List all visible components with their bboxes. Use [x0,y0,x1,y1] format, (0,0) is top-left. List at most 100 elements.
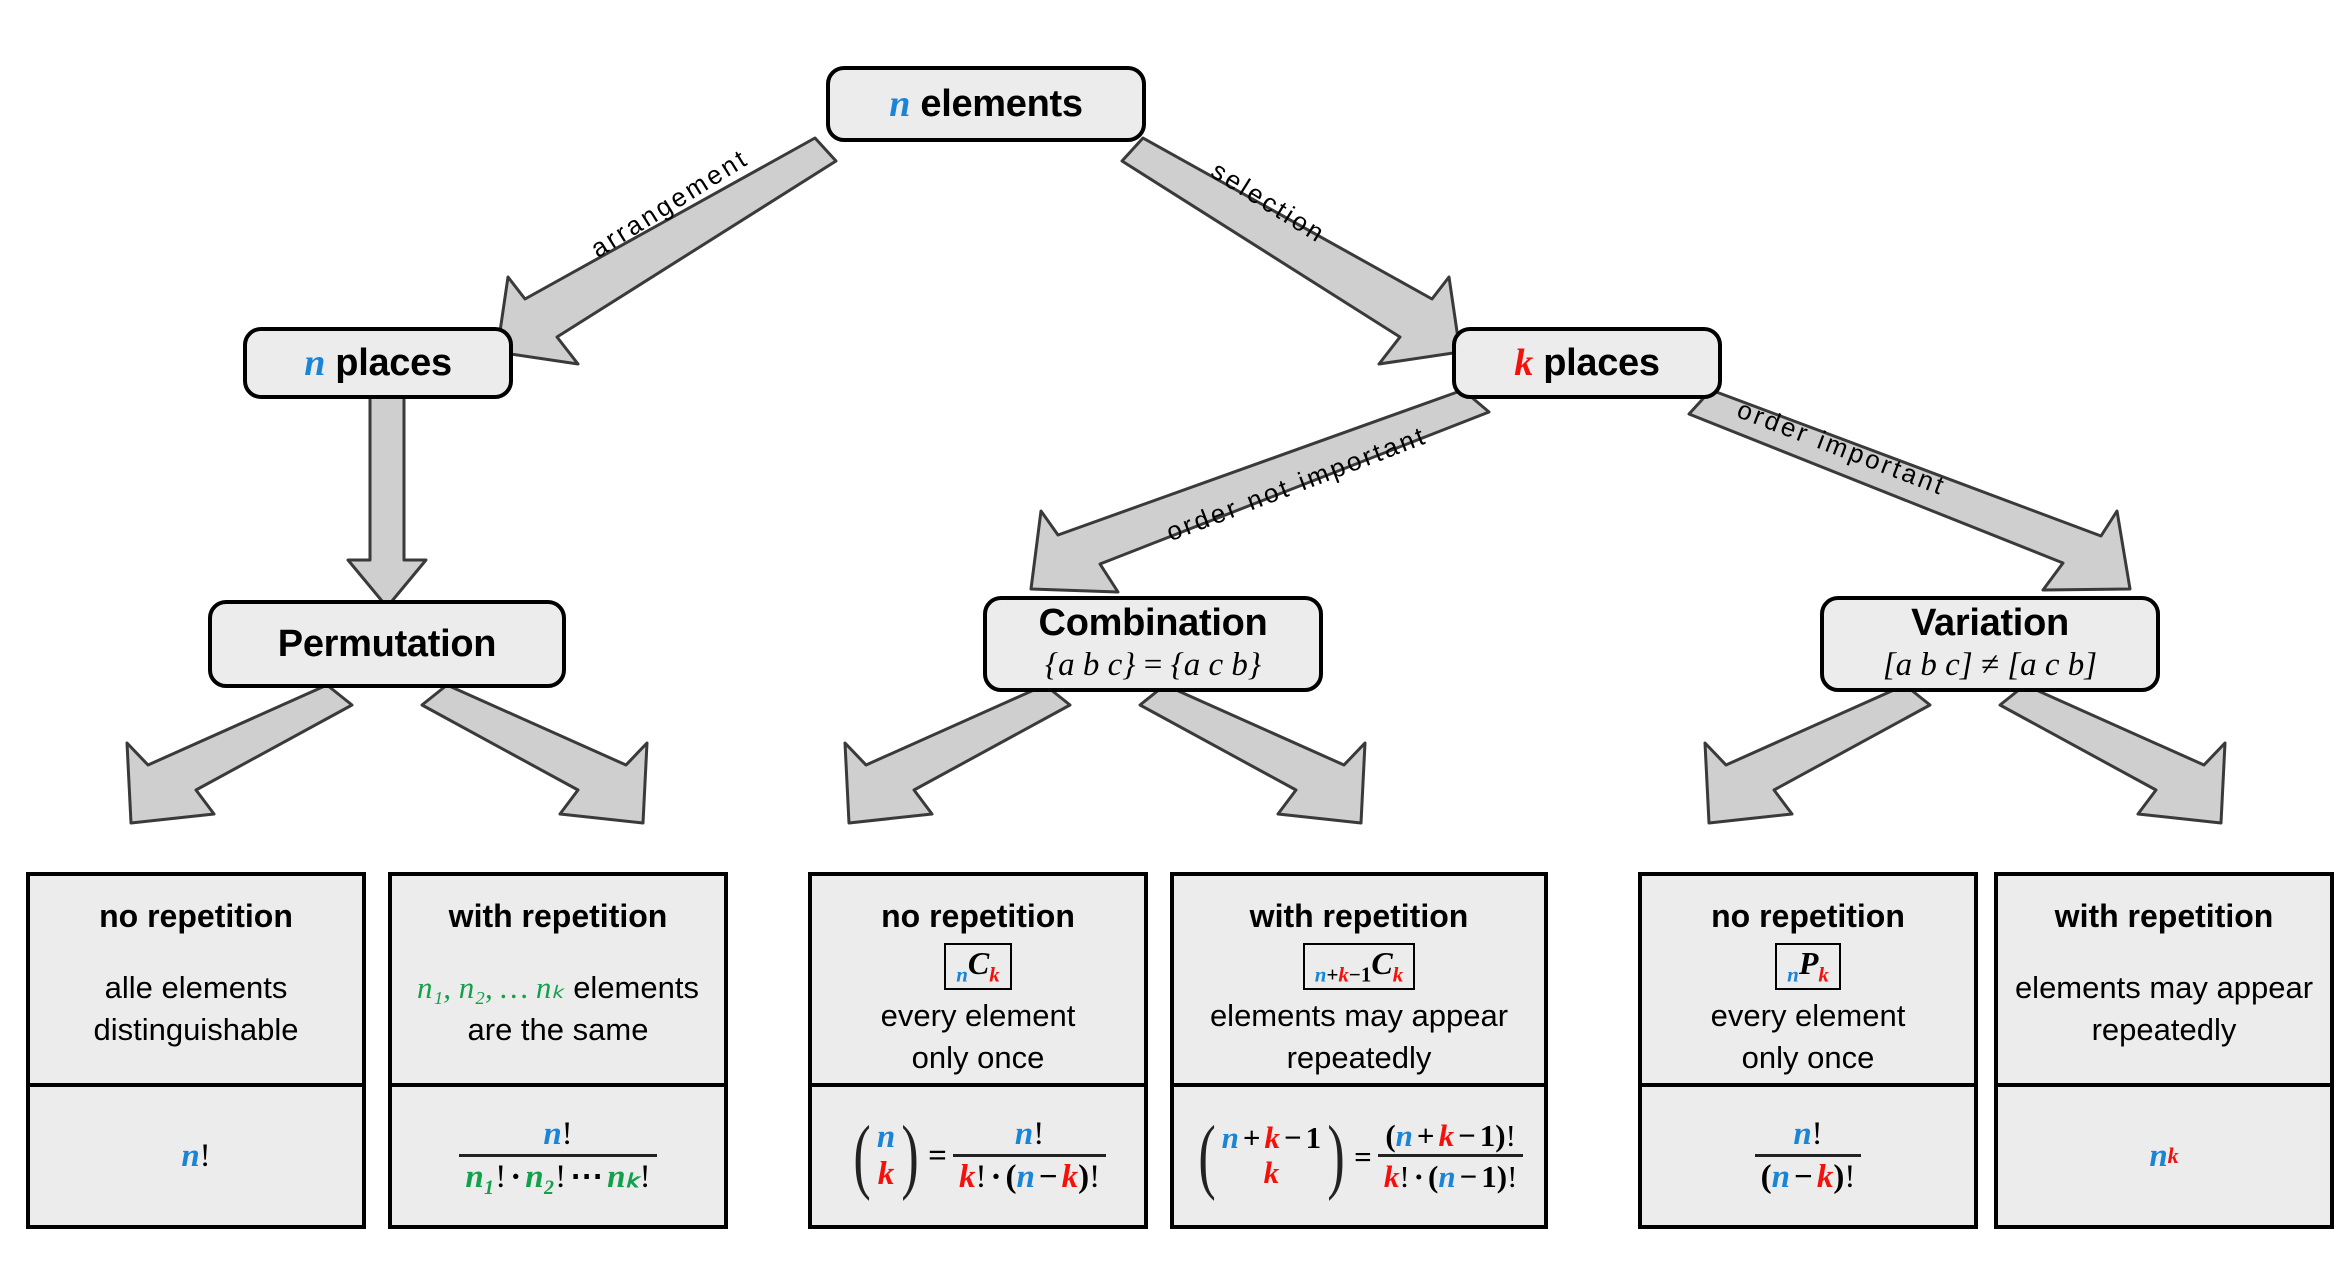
desc-line-1: every element [1710,997,1906,1033]
fraction-numerator: n! [1009,1118,1050,1154]
math-one: 1 [1479,1118,1496,1153]
leaf-top-cell: no repetition nPk every element only onc… [1642,876,1974,1083]
combination-set-right: {a c b} [1170,647,1262,684]
math-minus: − [1459,1159,1478,1194]
fraction-denominator: k!·(n−k)! [952,1154,1107,1195]
leaf-head: no repetition [99,898,293,934]
leaf-permutation-with-repetition[interactable]: with repetition n₁, n₂, … nₖ elements ar… [388,872,728,1229]
fraction-numerator: n! [537,1118,578,1154]
math-times: · [510,1159,522,1195]
node-k-places-label: k places [1514,341,1660,385]
right-paren: ) [901,1108,919,1202]
leaf-formula-cell: ( n+k−1 k ) = (n+k−1)! k!·(n−1)! [1174,1083,1544,1225]
binom-top-n: n [876,1119,896,1156]
math-k: k [1438,1118,1455,1153]
math-n: n [1395,1118,1413,1153]
math-factorial: ! [561,1116,573,1152]
desc-repeat-counts: n₁, n₂, … nₖ [417,970,565,1006]
math-k: k [958,1159,976,1195]
leaf-variation-no-repetition[interactable]: no repetition nPk every element only onc… [1638,872,1978,1229]
desc-line-2: repeatedly [1286,1039,1432,1075]
leaf-combination-no-repetition[interactable]: no repetition nCk every element only onc… [808,872,1148,1229]
math-factorial: ! [1505,1118,1516,1153]
arrow-variation-to-no-repetition [1703,683,1932,825]
leaf-description: every element only once [1703,995,1914,1079]
symbol-sub-k: k [989,962,1000,987]
binomial-stack: n+k−1 k [1221,1120,1323,1190]
math-factorial: ! [199,1137,211,1174]
math-times: · [990,1159,1002,1195]
formula-binomial-with-repetition: ( n+k−1 k ) = (n+k−1)! k!·(n−1)! [1193,1113,1526,1198]
math-minus: − [1794,1159,1813,1195]
node-k-places[interactable]: k places [1452,327,1722,399]
node-combination[interactable]: Combination {a b c} = {a c b} [983,596,1323,692]
math-lparen: ( [1005,1159,1017,1195]
symbol-sub-k: k [1338,962,1349,987]
formula-n-factorial: n! [181,1137,211,1174]
symbol-sub-plus: + [1326,962,1339,987]
desc-line-1: every element [880,997,1076,1033]
math-n: n [181,1137,200,1174]
symbol-sub-n: n [1787,962,1799,987]
symbol-sub-expression: n+k−1 [1315,962,1372,986]
leaf-variation-with-repetition[interactable]: with repetition elements may appear repe… [1994,872,2334,1229]
math-times: · [1413,1159,1424,1194]
arrow-root-to-k-places [1120,136,1462,366]
leaf-combination-with-repetition[interactable]: with repetition n+k−1Ck elements may app… [1170,872,1548,1229]
math-factorial: ! [1033,1116,1045,1152]
variation-seq-right: [a c b] [2007,647,2098,684]
symbol-k: k [1514,341,1533,384]
math-ellipsis: ⋯ [570,1159,604,1195]
node-permutation-title: Permutation [277,622,497,665]
fraction-denominator: (n−k)! [1754,1154,1862,1195]
fraction-numerator: (n+k−1)! [1379,1120,1522,1154]
leaf-head: with repetition [448,898,668,934]
math-factorial: ! [555,1159,567,1195]
leaf-head: with repetition [1249,898,1469,934]
math-exponent-k: k [2167,1143,2179,1168]
leaf-head: no repetition [1711,898,1905,934]
symbol-sub-minus: − [1348,962,1361,987]
leaf-top-cell: with repetition n₁, n₂, … nₖ elements ar… [392,876,724,1083]
leaf-top-cell: with repetition n+k−1Ck elements may app… [1174,876,1544,1083]
node-combination-subtitle: {a b c} = {a c b} [1045,646,1261,686]
leaf-description: alle elements distinguishable [85,967,306,1051]
math-one: 1 [1305,1120,1322,1156]
node-n-elements[interactable]: n elements [826,66,1146,142]
math-nk: nₖ [607,1159,640,1195]
math-factorial: ! [495,1159,507,1195]
math-lparen: ( [1428,1159,1439,1194]
desc-line-2: repeatedly [2091,1012,2237,1047]
leaf-formula-cell: n! n₁!·n₂!⋯nₖ! [392,1083,724,1225]
leaf-formula-cell: ( n k ) = n! k!·(n−k)! [812,1083,1144,1225]
binomial-coefficient: ( n+k−1 k ) [1193,1113,1351,1198]
node-n-places-text: places [335,341,452,384]
leaf-formula-cell: n! (n−k)! [1642,1083,1974,1225]
math-n: n [1793,1116,1812,1152]
node-variation-subtitle: [a b c] ≠ [a c b] [1883,646,2097,686]
leaf-head: no repetition [881,898,1075,934]
node-variation-title: Variation [1911,601,2069,644]
node-n-places[interactable]: n places [243,327,513,399]
formula-variation-no-repetition: n! (n−k)! [1753,1118,1864,1194]
node-k-places-text: places [1543,341,1660,384]
math-k: k [1264,1120,1281,1156]
math-n2: n₂ [525,1159,556,1195]
node-permutation[interactable]: Permutation [208,600,566,688]
math-rparen: ) [1078,1159,1090,1195]
binomial-coefficient: ( n k ) [848,1108,924,1202]
arrow-combination-to-with-repetition [1138,683,1367,825]
formula-binomial-no-repetition: ( n k ) = n! k!·(n−k)! [848,1108,1108,1202]
leaf-description: n₁, n₂, … nₖ elements are the same [409,967,707,1051]
variation-seq-op: ≠ [1980,647,2000,684]
node-combination-title: Combination [1038,601,1268,644]
leaf-permutation-no-repetition[interactable]: no repetition alle elements distinguisha… [26,872,366,1229]
math-lparen: ( [1385,1118,1396,1153]
math-plus: + [1242,1120,1261,1156]
symbol-sub-k: k [1392,962,1404,987]
node-variation[interactable]: Variation [a b c] ≠ [a c b] [1820,596,2160,692]
leaf-symbol-nPk: nPk [1775,943,1841,991]
